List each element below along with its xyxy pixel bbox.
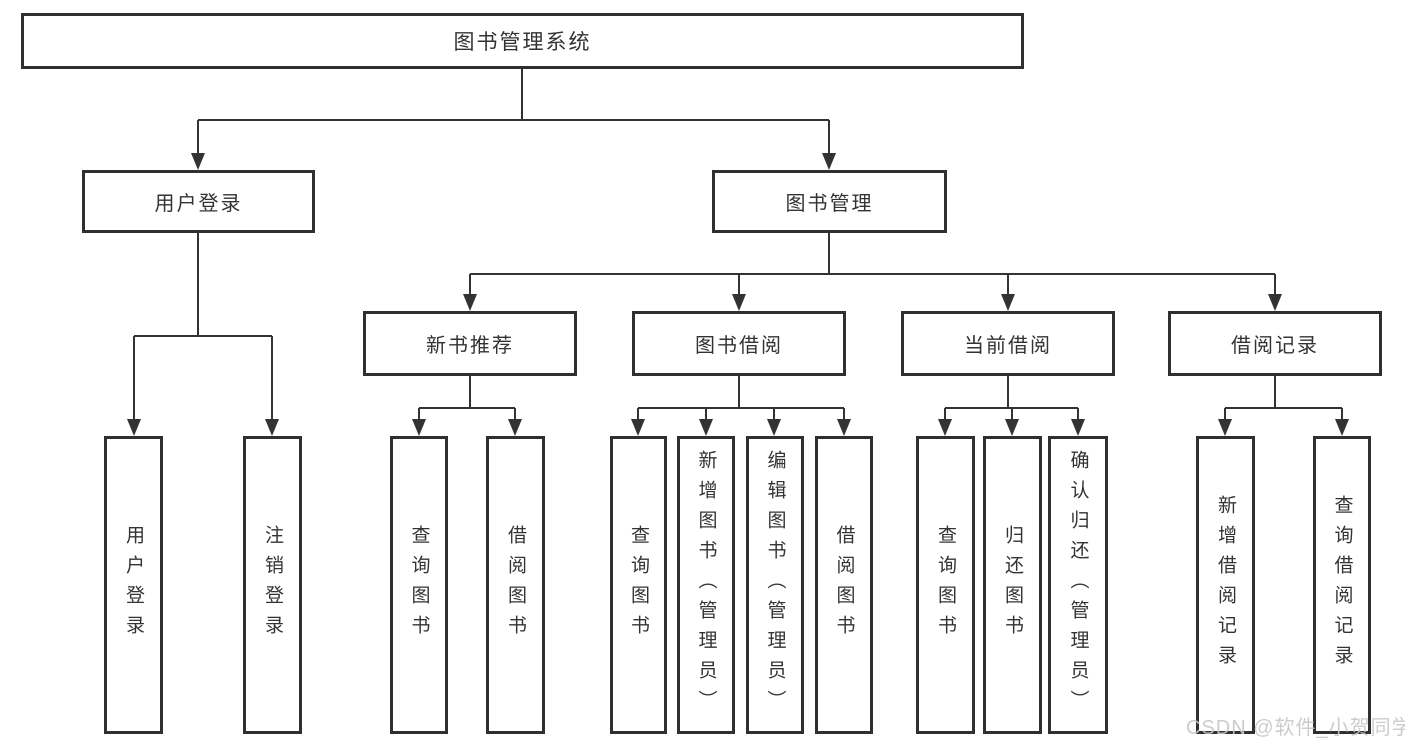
leaf-borrowing-edit-books-admin-label: 编辑图书（管理员） [764, 450, 786, 720]
leaf-logout: 注销登录 [243, 436, 302, 734]
node-current-borrowing-label: 当前借阅 [964, 335, 1052, 357]
leaf-recommend-borrow-books: 借阅图书 [486, 436, 545, 734]
node-new-book-recommend-label: 新书推荐 [426, 335, 514, 357]
leaf-records-query-record: 查询借阅记录 [1313, 436, 1371, 734]
leaf-current-return-books: 归还图书 [983, 436, 1042, 734]
leaf-current-return-books-label: 归还图书 [1002, 525, 1023, 645]
node-current-borrowing: 当前借阅 [901, 311, 1115, 376]
node-book-management-label: 图书管理 [785, 193, 874, 215]
leaf-user-login-label: 用户登录 [123, 525, 144, 645]
node-book-management: 图书管理 [712, 170, 947, 233]
leaf-recommend-borrow-books-label: 借阅图书 [505, 525, 526, 645]
node-borrowing-records-label: 借阅记录 [1231, 335, 1319, 357]
node-root: 图书管理系统 [21, 13, 1024, 69]
node-user-login: 用户登录 [82, 170, 315, 233]
leaf-borrowing-edit-books-admin: 编辑图书（管理员） [746, 436, 804, 734]
leaf-records-query-record-label: 查询借阅记录 [1331, 495, 1353, 675]
node-user-login-label: 用户登录 [154, 193, 243, 215]
leaf-recommend-query-books-label: 查询图书 [408, 525, 430, 645]
csdn-watermark: CSDN @软件_小贺同学 [1186, 717, 1405, 739]
node-book-borrowing-label: 图书借阅 [695, 335, 783, 357]
leaf-borrowing-borrow-books: 借阅图书 [815, 436, 873, 734]
leaf-borrowing-query-books: 查询图书 [610, 436, 667, 734]
node-borrowing-records: 借阅记录 [1168, 311, 1382, 376]
leaf-borrowing-add-books-admin-label: 新增图书（管理员） [695, 450, 717, 720]
leaf-user-login: 用户登录 [104, 436, 163, 734]
leaf-current-confirm-return-admin-label: 确认归还（管理员） [1067, 450, 1089, 720]
leaf-records-add-record: 新增借阅记录 [1196, 436, 1255, 734]
leaf-recommend-query-books: 查询图书 [390, 436, 448, 734]
leaf-records-add-record-label: 新增借阅记录 [1215, 495, 1236, 675]
leaf-borrowing-query-books-label: 查询图书 [628, 525, 649, 645]
leaf-current-confirm-return-admin: 确认归还（管理员） [1048, 436, 1108, 734]
leaf-borrowing-borrow-books-label: 借阅图书 [833, 525, 855, 645]
leaf-current-query-books: 查询图书 [916, 436, 975, 734]
node-root-label: 图书管理系统 [453, 31, 592, 54]
leaf-borrowing-add-books-admin: 新增图书（管理员） [677, 436, 735, 734]
leaf-current-query-books-label: 查询图书 [935, 525, 956, 645]
leaf-logout-label: 注销登录 [262, 525, 283, 645]
node-new-book-recommend: 新书推荐 [363, 311, 577, 376]
node-book-borrowing: 图书借阅 [632, 311, 846, 376]
